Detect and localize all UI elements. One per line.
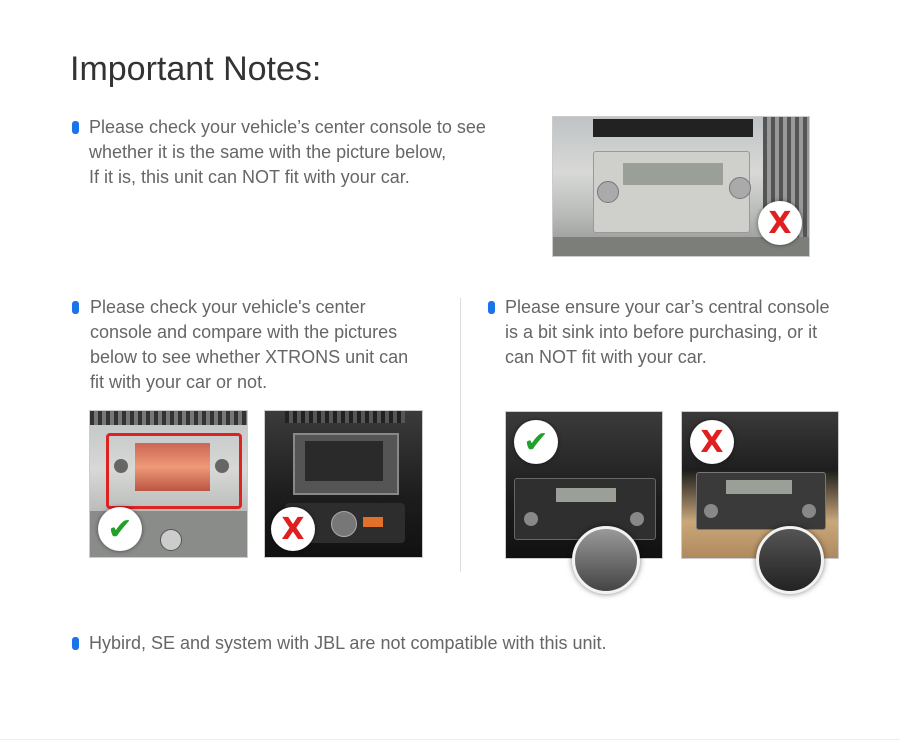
note-line: can NOT fit with your car. bbox=[505, 347, 707, 367]
cross-badge: X bbox=[271, 507, 315, 551]
cross-icon: X bbox=[768, 205, 792, 241]
bullet-icon bbox=[72, 637, 79, 650]
note-middle-right: Please ensure your car’s central console… bbox=[505, 295, 830, 370]
check-badge: ✔ bbox=[514, 420, 558, 464]
console-photo-incompatible: X bbox=[264, 410, 423, 558]
note-line: below to see whether XTRONS unit can bbox=[90, 347, 409, 367]
note-middle-left: Please check your vehicle's center conso… bbox=[90, 295, 408, 395]
bullet-icon bbox=[72, 301, 79, 314]
cross-badge: X bbox=[758, 201, 802, 245]
page-title: Important Notes: bbox=[70, 50, 322, 88]
zoom-detail bbox=[572, 526, 640, 594]
footer-rule bbox=[0, 739, 900, 740]
note-line: If it is, this unit can NOT fit with you… bbox=[89, 167, 410, 187]
console-photo-compatible: ✔ bbox=[89, 410, 248, 558]
note-line: whether it is the same with the picture … bbox=[89, 142, 447, 162]
divider bbox=[460, 298, 461, 572]
console-photo-top: X bbox=[552, 116, 810, 257]
console-photo-sunken: ✔ bbox=[505, 411, 663, 594]
cross-badge: X bbox=[690, 420, 734, 464]
cross-icon: X bbox=[700, 424, 724, 460]
note-line: is a bit sink into before purchasing, or… bbox=[505, 322, 818, 342]
note-line: Please check your vehicle’s center conso… bbox=[89, 117, 486, 137]
check-icon: ✔ bbox=[107, 511, 133, 547]
cross-icon: X bbox=[281, 511, 305, 547]
note-top: Please check your vehicle’s center conso… bbox=[89, 115, 486, 190]
note-bottom: Hybird, SE and system with JBL are not c… bbox=[89, 631, 607, 656]
note-line: fit with your car or not. bbox=[90, 372, 268, 392]
check-icon: ✔ bbox=[523, 424, 549, 460]
bullet-icon bbox=[72, 121, 79, 134]
note-line: Please ensure your car’s central console bbox=[505, 297, 830, 317]
check-badge: ✔ bbox=[98, 507, 142, 551]
note-line: Please check your vehicle's center bbox=[90, 297, 366, 317]
console-photo-flush: X bbox=[681, 411, 839, 594]
zoom-detail bbox=[756, 526, 824, 594]
bullet-icon bbox=[488, 301, 495, 314]
note-line: console and compare with the pictures bbox=[90, 322, 398, 342]
note-line: Hybird, SE and system with JBL are not c… bbox=[89, 633, 607, 653]
